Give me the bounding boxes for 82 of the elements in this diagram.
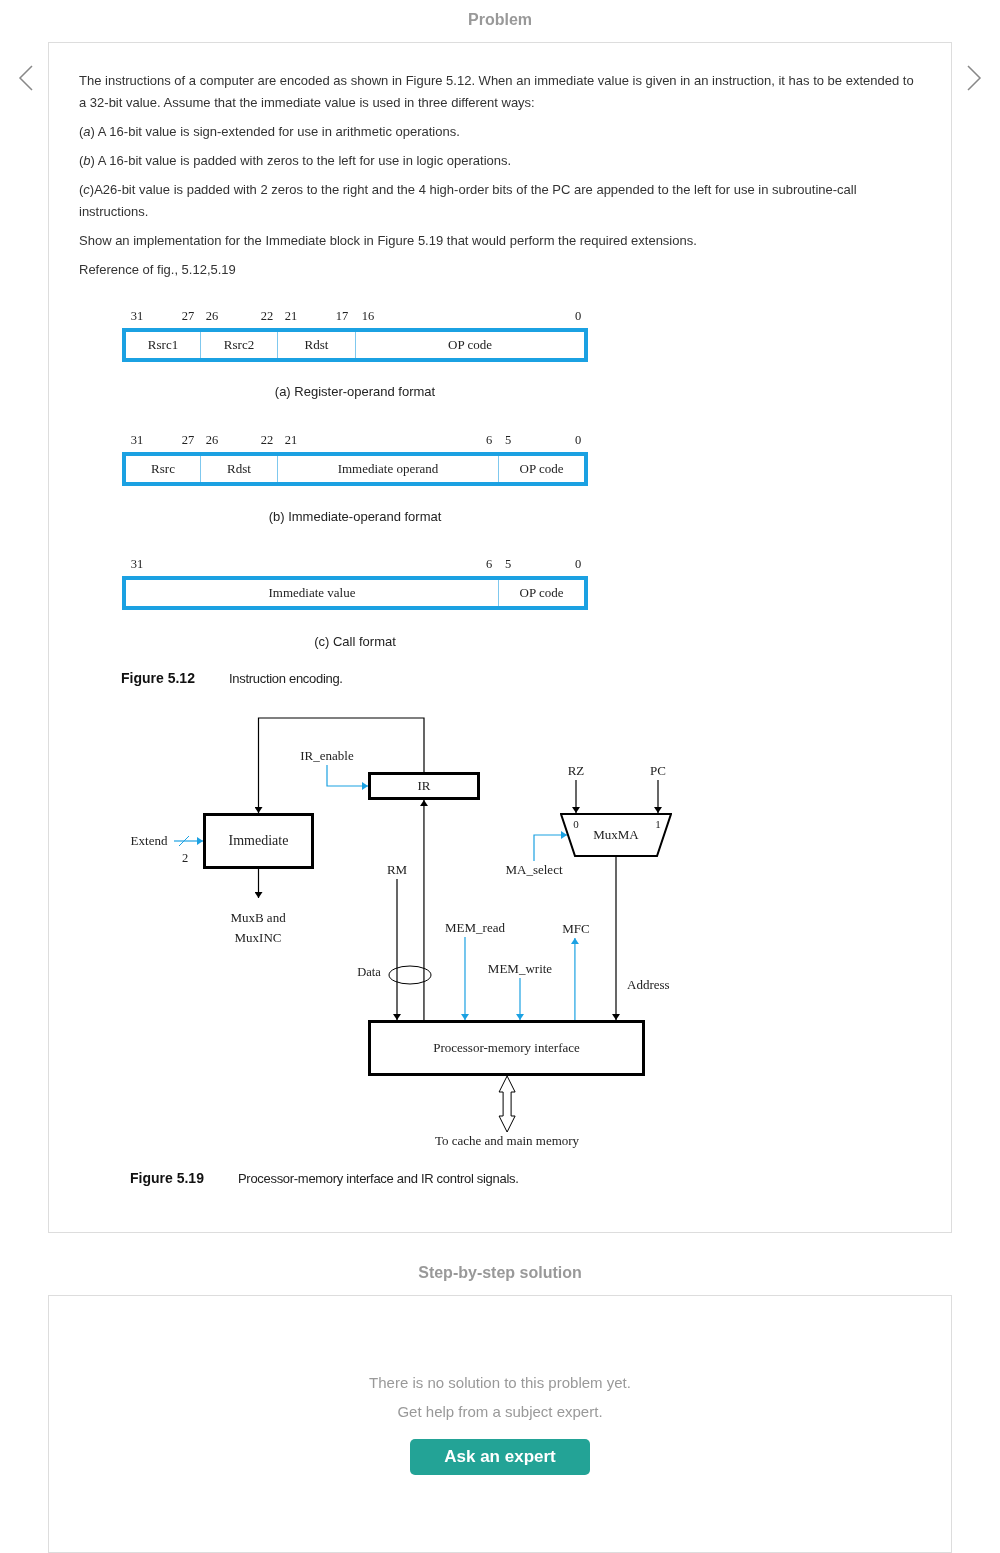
field-cell: Rsrc bbox=[126, 456, 200, 482]
field-cell: OP code bbox=[498, 580, 584, 606]
problem-text: (a) A 16-bit value is sign-extended for use in arithmetic operations. bbox=[79, 123, 461, 141]
bit-number: 31 bbox=[130, 432, 144, 448]
bit-number: 31 bbox=[130, 308, 144, 324]
signal-label: MuxB and MuxINC bbox=[222, 898, 294, 958]
bit-number: 0 bbox=[574, 556, 582, 572]
arrow bbox=[570, 937, 579, 1021]
field-cell: Rsrc2 bbox=[200, 332, 277, 358]
format-caption: (a) Register-operand format bbox=[274, 383, 436, 399]
signal-label: MEM_read bbox=[440, 919, 510, 937]
bit-number: 2 bbox=[181, 850, 189, 866]
field-cell: Immediate operand bbox=[277, 456, 498, 482]
status-message: Get help from a subject expert. bbox=[397, 1402, 603, 1420]
arrow bbox=[654, 779, 662, 814]
bit-number: 26 bbox=[205, 308, 219, 324]
field-cell: OP code bbox=[355, 332, 584, 358]
signal-label: RM bbox=[383, 861, 411, 879]
field-cell: Rsrc1 bbox=[126, 332, 200, 358]
problem-text: (c)A26-bit value is padded with 2 zeros to the right and the 4 high-order bits of the PC are appended to the left for use in subroutine-call instructions. bbox=[79, 181, 858, 221]
bit-number: 21 bbox=[284, 308, 298, 324]
figure-caption: Instruction encoding. bbox=[229, 670, 343, 686]
problem-text: Show an implementation for the Immediate block in Figure 5.19 that would perform the required extensions. bbox=[79, 232, 698, 250]
figure-number: Figure 5.12 bbox=[121, 670, 195, 686]
register-block: IR bbox=[368, 772, 480, 800]
input-number: 1 bbox=[654, 817, 662, 832]
status-message: There is no solution to this problem yet. bbox=[369, 1373, 631, 1391]
double-arrow bbox=[498, 1075, 516, 1133]
arrow bbox=[461, 936, 469, 1021]
bit-number: 6 bbox=[485, 556, 493, 572]
multiplexer-label: MuxMA bbox=[592, 827, 640, 843]
bit-number: 17 bbox=[335, 308, 349, 324]
arrow bbox=[419, 799, 428, 1021]
bus-label: Data bbox=[357, 964, 381, 980]
field-cell: OP code bbox=[498, 456, 584, 482]
bit-number: 6 bbox=[485, 432, 493, 448]
signal-label: MFC bbox=[560, 920, 592, 938]
bit-number: 5 bbox=[504, 432, 512, 448]
bit-number: 21 bbox=[284, 432, 298, 448]
input-number: 0 bbox=[572, 817, 580, 832]
problem-text: Reference of fig., 5.12,5.19 bbox=[79, 261, 237, 279]
bit-number: 0 bbox=[574, 308, 582, 324]
signal-label: PC bbox=[646, 762, 670, 780]
arrow bbox=[516, 977, 524, 1021]
arrow bbox=[173, 837, 204, 845]
multiplexer bbox=[560, 813, 672, 857]
field-cell: Rdst bbox=[277, 332, 355, 358]
problem-text: The instructions of a computer are encoded as shown in Figure 5.12. When an immediate value is given in an instruction, it has to be extended to a 32-bit value. Assume that the immediate value is used in three different ways: bbox=[79, 72, 915, 112]
bit-number: 0 bbox=[574, 432, 582, 448]
format-caption: (c) Call format bbox=[314, 633, 396, 649]
section-heading: Step-by-step solution bbox=[418, 1264, 582, 1282]
field-cell: Rdst bbox=[200, 456, 277, 482]
arrow bbox=[254, 868, 263, 899]
format-caption: (b) Immediate-operand format bbox=[268, 508, 442, 524]
bit-number: 27 bbox=[181, 432, 195, 448]
section-heading: Problem bbox=[467, 10, 533, 30]
problem-text: (b) A 16-bit value is padded with zeros to the left for use in logic operations. bbox=[79, 152, 513, 170]
signal-label: IR_enable bbox=[294, 747, 360, 765]
signal-label: MA_select bbox=[500, 861, 568, 879]
bit-number: 26 bbox=[205, 432, 219, 448]
bit-number: 27 bbox=[181, 308, 195, 324]
bit-number: 16 bbox=[361, 308, 375, 324]
field-cell: Immediate value bbox=[126, 580, 498, 606]
bit-number: 22 bbox=[260, 432, 274, 448]
arrow bbox=[612, 856, 620, 1021]
register-block: Processor-memory interface bbox=[368, 1020, 645, 1076]
register-block: Immediate bbox=[203, 813, 314, 869]
bit-number: 5 bbox=[504, 556, 512, 572]
signal-label: RZ bbox=[563, 762, 589, 780]
arrow bbox=[254, 717, 425, 814]
bit-number: 31 bbox=[130, 556, 144, 572]
figure-caption: Processor-memory interface and IR control signals. bbox=[238, 1170, 519, 1186]
figure-number: Figure 5.19 bbox=[130, 1170, 204, 1186]
ask-expert-button: Ask an expert bbox=[410, 1439, 590, 1475]
arrow bbox=[393, 878, 401, 1021]
bit-number: 22 bbox=[260, 308, 274, 324]
signal-label: To cache and main memory bbox=[425, 1132, 589, 1150]
arrow bbox=[572, 779, 580, 814]
arrow bbox=[533, 831, 568, 862]
signal-label: Extend bbox=[124, 832, 174, 850]
signal-label: MEM_write bbox=[484, 960, 556, 978]
arrow bbox=[326, 764, 369, 790]
